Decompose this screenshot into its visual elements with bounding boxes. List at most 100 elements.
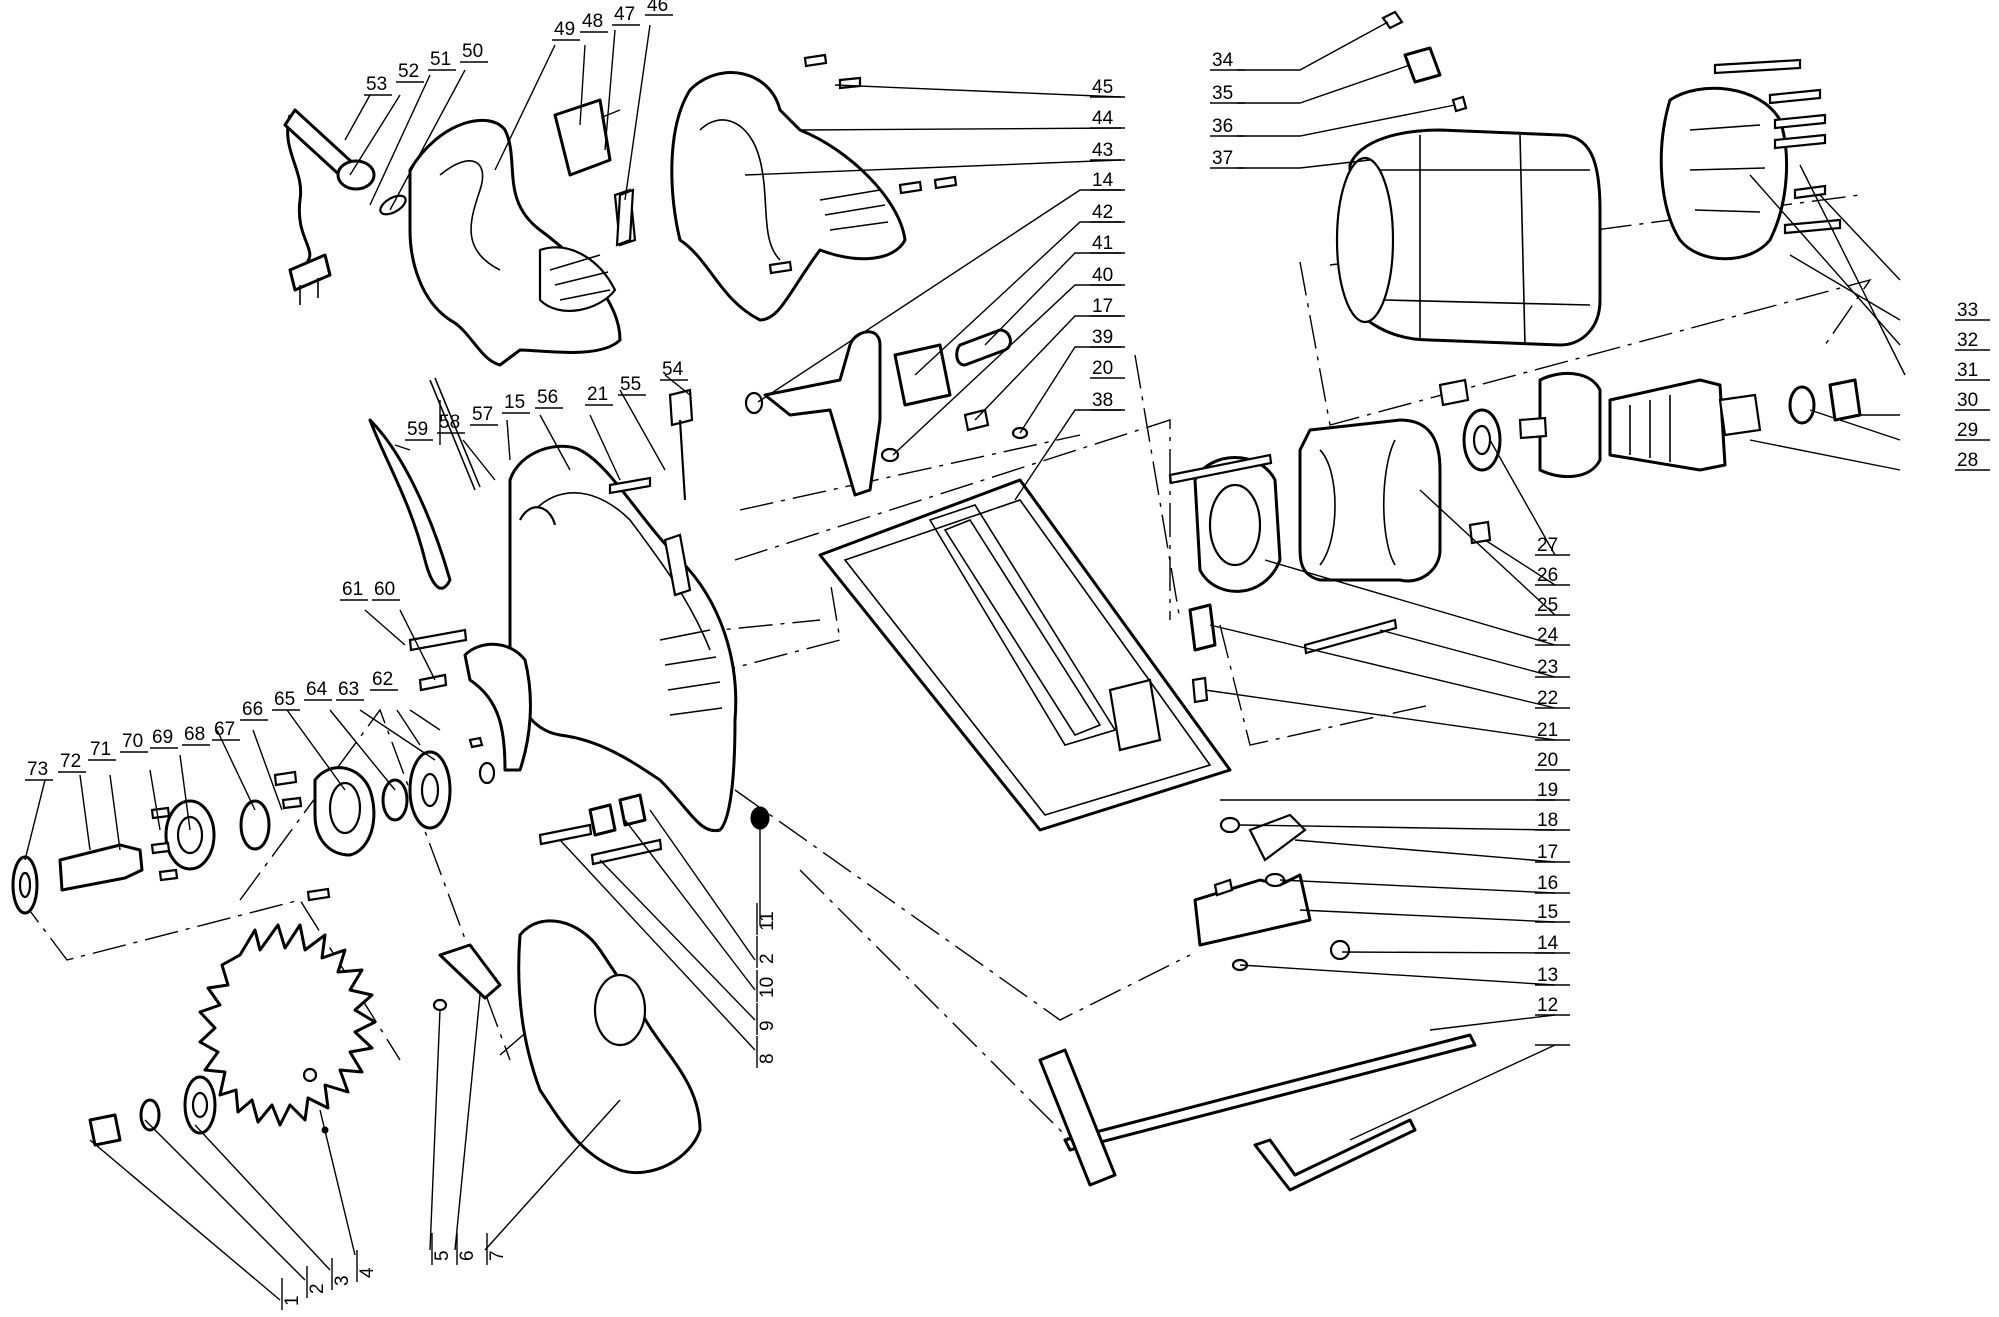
- svg-text:28: 28: [1957, 450, 1978, 471]
- parts-art: [11, 10, 1862, 1192]
- svg-text:21: 21: [1537, 720, 1558, 741]
- svg-text:29: 29: [1957, 420, 1978, 441]
- svg-text:33: 33: [1957, 300, 1978, 321]
- svg-text:13: 13: [1537, 965, 1558, 986]
- svg-text:30: 30: [1957, 390, 1978, 411]
- svg-text:60: 60: [374, 579, 395, 600]
- svg-text:16: 16: [1537, 873, 1558, 894]
- leader-lines: [24, 21, 1906, 1301]
- stator: [1298, 418, 1442, 583]
- svg-text:43: 43: [1092, 140, 1113, 161]
- svg-text:21: 21: [587, 384, 608, 405]
- svg-text:26: 26: [1537, 565, 1558, 586]
- svg-text:68: 68: [184, 724, 205, 745]
- svg-text:19: 19: [1537, 780, 1558, 801]
- fan: [1538, 371, 1602, 479]
- callouts-top-left: 53 52 51 50 49 48 47 46: [364, 0, 673, 96]
- svg-text:67: 67: [214, 719, 235, 740]
- svg-text:20: 20: [1537, 750, 1558, 771]
- svg-text:63: 63: [338, 679, 359, 700]
- svg-text:17: 17: [1537, 842, 1558, 863]
- svg-text:8: 8: [757, 1053, 778, 1064]
- switch: [553, 98, 612, 177]
- svg-text:20: 20: [1092, 358, 1113, 379]
- svg-text:22: 22: [1537, 688, 1558, 709]
- svg-text:6: 6: [457, 1250, 478, 1261]
- svg-text:17: 17: [1092, 296, 1113, 317]
- svg-text:69: 69: [152, 727, 173, 748]
- svg-text:71: 71: [90, 739, 111, 760]
- power-cord: [286, 114, 312, 267]
- svg-text:62: 62: [372, 669, 393, 690]
- svg-text:52: 52: [398, 61, 419, 82]
- svg-text:50: 50: [462, 41, 483, 62]
- callouts-right: 45 44 43 14 42 41 40 17 39 20 38 33 32 3…: [1090, 77, 1990, 1046]
- svg-text:14: 14: [1092, 170, 1114, 191]
- svg-text:46: 46: [647, 0, 668, 16]
- svg-text:57: 57: [472, 404, 493, 425]
- motor-housing: [1348, 128, 1602, 347]
- callouts-middle-left: 59 58 57 15 56 21 55 54 61 60 62 63 64 6…: [25, 359, 688, 781]
- svg-text:73: 73: [27, 759, 48, 780]
- svg-text:54: 54: [662, 359, 684, 380]
- svg-text:1: 1: [282, 1295, 303, 1306]
- svg-text:41: 41: [1092, 233, 1113, 254]
- upper-guard: [517, 919, 702, 1175]
- svg-text:59: 59: [407, 419, 428, 440]
- svg-text:51: 51: [430, 49, 451, 70]
- svg-text:45: 45: [1092, 77, 1113, 98]
- svg-text:38: 38: [1092, 390, 1113, 411]
- svg-text:27: 27: [1537, 535, 1558, 556]
- saw-blade: [198, 923, 377, 1127]
- bevel-bracket: [763, 330, 882, 497]
- svg-text:58: 58: [439, 412, 460, 433]
- blade-guard: [508, 444, 738, 833]
- svg-text:24: 24: [1537, 625, 1559, 646]
- svg-text:40: 40: [1092, 265, 1113, 286]
- svg-text:5: 5: [432, 1250, 453, 1261]
- svg-text:9: 9: [757, 1020, 778, 1031]
- svg-text:15: 15: [1537, 902, 1558, 923]
- svg-text:14: 14: [1537, 933, 1559, 954]
- svg-text:2: 2: [307, 1283, 328, 1294]
- svg-text:47: 47: [614, 4, 635, 25]
- svg-text:7: 7: [487, 1250, 508, 1261]
- svg-text:34: 34: [1212, 50, 1234, 71]
- svg-text:53: 53: [366, 74, 387, 95]
- callouts-top-right: 34 35 36 37: [1210, 50, 1245, 169]
- svg-text:39: 39: [1092, 327, 1113, 348]
- svg-text:48: 48: [582, 11, 603, 32]
- hex-key: [1253, 1118, 1417, 1192]
- svg-text:25: 25: [1537, 595, 1558, 616]
- svg-text:65: 65: [274, 689, 295, 710]
- callout-labels: 45 44 43 14 42 41 40 17 39 20 38 33 32 3…: [25, 0, 1990, 1310]
- svg-text:35: 35: [1212, 83, 1233, 104]
- svg-text:64: 64: [306, 679, 328, 700]
- svg-text:12: 12: [1537, 995, 1558, 1016]
- svg-text:72: 72: [60, 751, 81, 772]
- svg-text:70: 70: [122, 731, 143, 752]
- armature: [1608, 378, 1727, 472]
- svg-text:61: 61: [342, 579, 363, 600]
- svg-text:42: 42: [1092, 202, 1113, 223]
- svg-text:55: 55: [620, 374, 641, 395]
- parallel-guide: [1063, 1033, 1477, 1152]
- handle-shell: [670, 71, 907, 322]
- svg-text:32: 32: [1957, 330, 1978, 351]
- svg-text:4: 4: [357, 1267, 378, 1278]
- svg-text:49: 49: [554, 19, 575, 40]
- svg-text:3: 3: [332, 1275, 353, 1286]
- svg-text:36: 36: [1212, 116, 1233, 137]
- end-cap: [1659, 86, 1789, 261]
- svg-text:11: 11: [757, 911, 778, 931]
- svg-text:37: 37: [1212, 148, 1233, 169]
- svg-text:23: 23: [1537, 657, 1558, 678]
- svg-text:31: 31: [1957, 360, 1978, 381]
- svg-text:44: 44: [1092, 108, 1114, 129]
- plug: [288, 253, 332, 292]
- svg-text:15: 15: [504, 392, 525, 413]
- svg-text:10: 10: [757, 977, 778, 998]
- svg-text:66: 66: [242, 699, 263, 720]
- svg-text:56: 56: [537, 387, 558, 408]
